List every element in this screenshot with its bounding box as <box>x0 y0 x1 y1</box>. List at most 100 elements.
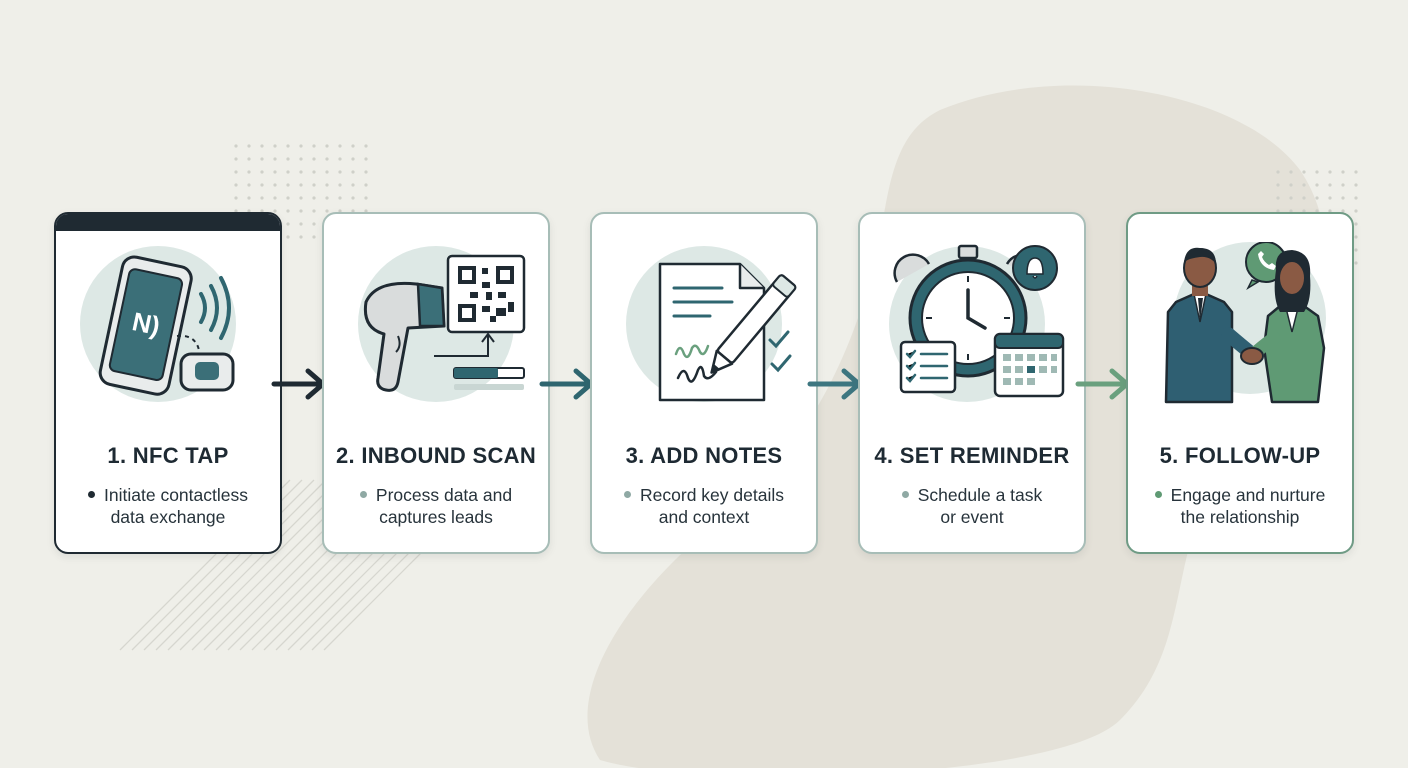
hatch-line <box>167 479 339 651</box>
step-description: Record key details and context <box>606 484 802 528</box>
background-dot <box>273 157 277 161</box>
background-dot <box>338 144 342 148</box>
arrow-right-icon <box>539 368 594 400</box>
background-dot <box>1341 183 1345 187</box>
background-dot <box>364 170 368 174</box>
background-dot <box>325 170 329 174</box>
background-dot <box>286 157 290 161</box>
background-dot <box>299 144 303 148</box>
background-dot <box>1354 248 1358 252</box>
background-dot <box>299 157 303 161</box>
step-desc-line2: the relationship <box>1180 507 1300 527</box>
background-dot <box>1276 209 1280 213</box>
background-dot <box>1354 170 1358 174</box>
background-dot <box>1302 209 1306 213</box>
stopwatch-calendar-icon <box>889 244 1065 402</box>
background-dot <box>338 183 342 187</box>
background-dot <box>1315 209 1319 213</box>
background-dot <box>260 170 264 174</box>
background-dot <box>260 183 264 187</box>
background-dot <box>286 235 290 239</box>
background-dot <box>364 144 368 148</box>
background-dot <box>286 144 290 148</box>
background-dot <box>351 144 355 148</box>
background-dot <box>286 183 290 187</box>
background-dot <box>338 170 342 174</box>
background-dot <box>273 144 277 148</box>
step-desc-line1: Engage and nurture <box>1170 485 1326 505</box>
background-dot <box>1328 170 1332 174</box>
step-title: 4. SET REMINDER <box>874 443 1070 468</box>
step-card-set-reminder: 4. SET REMINDER Schedule a task or event <box>858 212 1086 554</box>
background-dot <box>1289 170 1293 174</box>
background-dot <box>247 196 251 200</box>
step-card-add-notes: 3. ADD NOTES Record key details and cont… <box>590 212 818 554</box>
background-dot <box>1315 170 1319 174</box>
background-dot <box>286 209 290 213</box>
background-dot <box>1289 196 1293 200</box>
step-description: Process data and captures leads <box>338 484 534 528</box>
bullet-dot <box>901 490 909 498</box>
background-dot <box>1302 183 1306 187</box>
background-dot <box>273 209 277 213</box>
background-dot <box>273 196 277 200</box>
background-dot <box>351 157 355 161</box>
background-dot <box>260 196 264 200</box>
arrow-right-icon <box>1075 368 1130 400</box>
background-dot <box>260 144 264 148</box>
background-dot <box>1276 196 1280 200</box>
background-dot <box>234 170 238 174</box>
bullet-dot <box>1154 490 1162 498</box>
background-dot <box>1302 170 1306 174</box>
background-dot <box>1302 196 1306 200</box>
background-dot <box>234 144 238 148</box>
background-dot <box>325 209 329 213</box>
card-top-bar <box>56 214 280 231</box>
background-dot <box>312 157 316 161</box>
background-dot <box>286 170 290 174</box>
background-dot <box>260 157 264 161</box>
background-dot <box>273 170 277 174</box>
step-title: 3. ADD NOTES <box>625 443 783 468</box>
background-dot <box>1341 209 1345 213</box>
background-dot <box>247 144 251 148</box>
bullet-dot <box>624 490 632 498</box>
background-dot <box>338 157 342 161</box>
background-dot <box>338 196 342 200</box>
background-dot <box>247 209 251 213</box>
hatch-line <box>155 479 327 651</box>
background-dot <box>1354 183 1358 187</box>
background-dot <box>1315 196 1319 200</box>
step-desc-line2: or event <box>940 507 1004 527</box>
nfc-phone-icon: N) <box>80 246 236 402</box>
background-dot <box>1276 170 1280 174</box>
background-dot <box>1315 183 1319 187</box>
background-dot <box>299 235 303 239</box>
background-dot <box>364 209 368 213</box>
step-title: 2. INBOUND SCAN <box>335 443 537 468</box>
background-dot <box>1328 183 1332 187</box>
background-dot <box>247 157 251 161</box>
background-dot <box>351 170 355 174</box>
background-dot <box>1354 235 1358 239</box>
step-card-follow-up: 5. FOLLOW-UP Engage and nurture the rela… <box>1126 212 1354 554</box>
background-dot <box>312 235 316 239</box>
background-dot <box>1276 183 1280 187</box>
hatch-line <box>143 479 315 651</box>
notes-document-icon <box>626 246 797 402</box>
bullet-dot <box>359 490 367 498</box>
background-dot <box>1289 183 1293 187</box>
background-dot <box>1354 222 1358 226</box>
background-dot <box>299 222 303 226</box>
background-dot <box>338 209 342 213</box>
step-desc-line2: and context <box>658 507 750 527</box>
step-card-nfc-tap: N) 1. NFC TAP Initiate contactless data … <box>54 212 282 554</box>
step-desc-line1: Process data and <box>375 485 513 505</box>
bullet-dot <box>88 490 96 498</box>
background-dot <box>299 170 303 174</box>
hatch-line <box>179 479 351 651</box>
step-desc-line1: Initiate contactless <box>104 485 248 505</box>
background-dot <box>351 183 355 187</box>
background-dot <box>351 209 355 213</box>
background-dot <box>1341 170 1345 174</box>
